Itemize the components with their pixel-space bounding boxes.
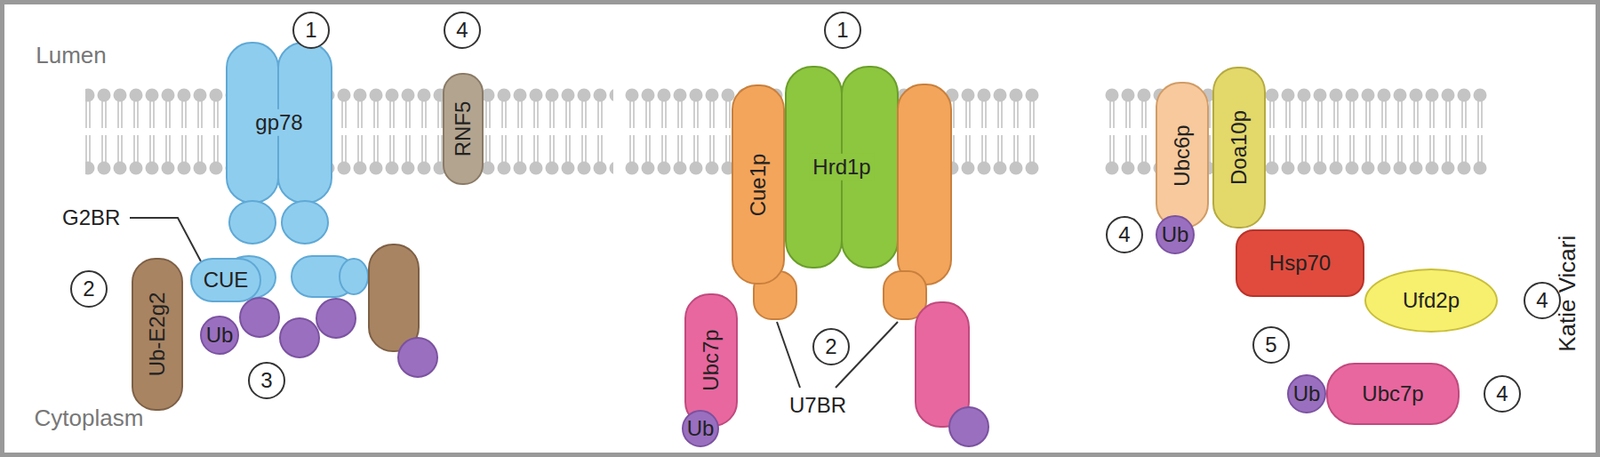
protein-name: Hrd1p [808,153,874,181]
protein-name: gp78 [251,109,306,136]
callout-number: 4 [1105,216,1144,254]
e2-enzyme: Ubc7p [1326,362,1460,425]
cue-domain: CUE [190,257,262,303]
protein-name: Ubc6p [1170,124,1194,186]
ubiquitin: Ub [200,315,240,355]
membrane [85,87,614,176]
ubiquitin: Ub [1287,374,1327,414]
ubiquitin [949,407,989,447]
protein-name: Hsp70 [1269,251,1331,275]
e2-enzyme: Ubc7p [684,293,738,427]
protein-name: Cue1p [746,152,770,216]
hrd1p-shape [785,66,898,268]
region-label: Cytoplasm [34,405,144,432]
callout-number: 2 [70,270,108,308]
callout-number: 3 [248,361,286,400]
e2-enzyme: Ub-E2g2 [131,257,184,411]
ubiquitin: Ub [1155,215,1195,255]
protein-name: Ub [1293,382,1321,406]
protein-name: Ub [687,416,715,440]
membrane-protein: Cue1p [731,84,785,285]
membrane-protein: Doa10p [1212,66,1266,229]
membrane-protein: Hrd1p [785,66,898,268]
artist-credit: Katie Vicari [1555,234,1582,352]
e4-enzyme: Ufd2p [1364,268,1498,333]
ubiquitin: Ub [681,409,720,448]
protein-name: Ub [1161,223,1190,247]
ubiquitin [398,337,438,377]
protein-name: RNF5 [451,101,475,158]
membrane-protein: Ubc6p [1155,81,1209,229]
protein-name: Ubc7p [699,328,723,391]
callout-number: 2 [812,328,850,366]
domain-label: G2BR [62,206,120,230]
e2-enzyme [368,244,419,352]
membrane-protein: RNF5 [442,72,484,185]
domain-label: U7BR [789,393,847,417]
callout-number: 5 [1252,326,1290,364]
callout-number: 4 [1483,375,1521,413]
callout-number: 4 [443,11,481,49]
protein-name: Ubc7p [1361,382,1424,406]
membrane-protein: gp78 [226,42,332,203]
cue1p-shape [897,84,952,285]
region-label: Lumen [35,42,107,69]
protein-name: Ub [206,323,234,347]
ubiquitin-chain [240,297,356,358]
leader-line [129,217,201,262]
leader-line [776,321,800,388]
protein-name: Ub-E2g2 [145,292,169,377]
chaperone: Hsp70 [1235,229,1365,297]
callout-number: 1 [292,11,330,49]
protein-name: Ufd2p [1402,288,1460,312]
callout-number: 1 [824,11,862,49]
protein-name: Doa10p [1227,110,1251,185]
protein-name: CUE [203,268,249,292]
